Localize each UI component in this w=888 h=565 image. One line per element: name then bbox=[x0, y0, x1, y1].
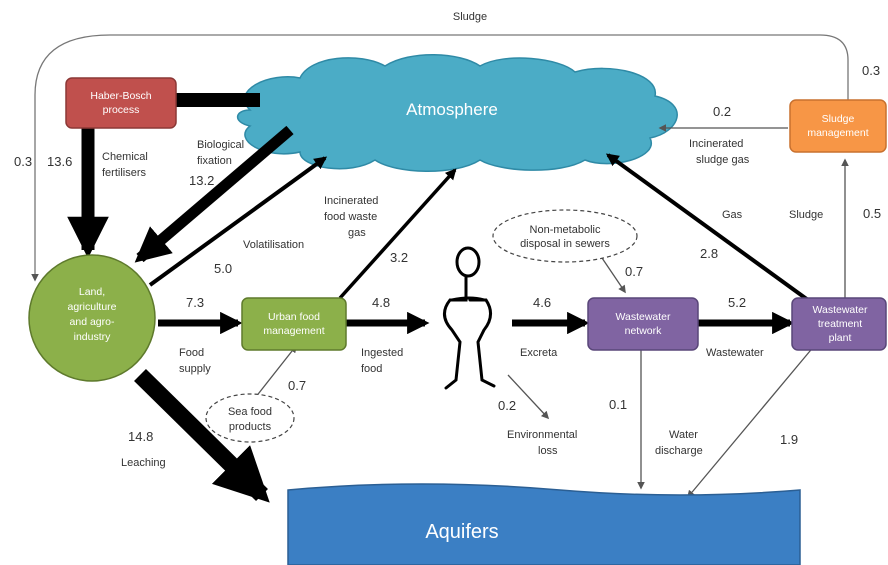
svg-text:Leaching: Leaching bbox=[121, 457, 166, 469]
svg-text:supply: supply bbox=[179, 363, 211, 375]
svg-text:Water: Water bbox=[669, 429, 698, 441]
svg-text:0.7: 0.7 bbox=[288, 378, 306, 393]
biological-fixation-arrow bbox=[134, 125, 294, 263]
svg-text:food waste: food waste bbox=[324, 211, 377, 223]
atmosphere-cloud: Atmosphere bbox=[236, 54, 678, 172]
svg-text:0.2: 0.2 bbox=[498, 398, 516, 413]
svg-text:Volatilisation: Volatilisation bbox=[243, 239, 304, 251]
svg-text:4.6: 4.6 bbox=[533, 295, 551, 310]
svg-text:plant: plant bbox=[829, 332, 852, 344]
svg-text:2.8: 2.8 bbox=[700, 246, 718, 261]
svg-text:management: management bbox=[807, 127, 868, 139]
treatment-plant-node: Wastewater treatment plant bbox=[791, 297, 887, 351]
svg-text:disposal in sewers: disposal in sewers bbox=[520, 238, 610, 250]
svg-text:Food: Food bbox=[179, 347, 204, 359]
svg-text:0.7: 0.7 bbox=[625, 264, 643, 279]
svg-text:network: network bbox=[625, 325, 663, 337]
svg-text:1.9: 1.9 bbox=[780, 432, 798, 447]
svg-text:Gas: Gas bbox=[722, 209, 743, 221]
incinerated-food-arrow bbox=[338, 168, 457, 300]
sea-food-arrow bbox=[254, 344, 297, 399]
svg-text:Sludge: Sludge bbox=[789, 209, 823, 221]
svg-text:and agro-: and agro- bbox=[70, 316, 115, 328]
svg-text:Environmental: Environmental bbox=[507, 429, 577, 441]
svg-text:Incinerated: Incinerated bbox=[689, 138, 743, 150]
gas-arrow bbox=[605, 153, 810, 302]
svg-text:Ingested: Ingested bbox=[361, 347, 403, 359]
svg-text:fertilisers: fertilisers bbox=[102, 167, 147, 179]
wastewater-network-node: Wastewater network bbox=[587, 297, 699, 351]
svg-text:0.2: 0.2 bbox=[713, 104, 731, 119]
svg-text:Haber-Bosch: Haber-Bosch bbox=[90, 90, 151, 102]
svg-text:0.5: 0.5 bbox=[863, 206, 881, 221]
svg-text:sludge gas: sludge gas bbox=[696, 154, 750, 166]
svg-text:Sludge: Sludge bbox=[822, 113, 855, 125]
svg-text:7.3: 7.3 bbox=[186, 295, 204, 310]
svg-text:gas: gas bbox=[348, 227, 366, 239]
svg-text:Urban food: Urban food bbox=[268, 311, 320, 323]
svg-text:treatment: treatment bbox=[818, 318, 862, 330]
svg-text:Wastewater: Wastewater bbox=[812, 304, 868, 316]
svg-text:management: management bbox=[263, 325, 324, 337]
atmosphere-label: Atmosphere bbox=[406, 100, 498, 119]
svg-text:4.8: 4.8 bbox=[372, 295, 390, 310]
svg-text:13.6: 13.6 bbox=[47, 154, 72, 169]
urban-food-node: Urban food management bbox=[241, 297, 347, 351]
land-agriculture-node: Land, agriculture and agro- industry bbox=[28, 254, 156, 382]
person-icon bbox=[443, 246, 496, 390]
svg-text:process: process bbox=[103, 104, 140, 116]
svg-text:products: products bbox=[229, 421, 272, 433]
svg-text:loss: loss bbox=[538, 445, 558, 457]
svg-text:discharge: discharge bbox=[655, 445, 703, 457]
leaching-arrow bbox=[134, 368, 270, 503]
svg-text:Wastewater: Wastewater bbox=[615, 311, 671, 323]
svg-text:0.1: 0.1 bbox=[609, 397, 627, 412]
sludge-management-node: Sludge management bbox=[789, 99, 887, 153]
non-metabolic-arrow bbox=[599, 254, 626, 294]
aquifers-label: Aquifers bbox=[425, 521, 498, 543]
svg-text:Excreta: Excreta bbox=[520, 347, 558, 359]
svg-text:Chemical: Chemical bbox=[102, 151, 148, 163]
svg-text:Incinerated: Incinerated bbox=[324, 195, 378, 207]
haber-bosch-node: Haber-Bosch process bbox=[65, 77, 177, 129]
svg-text:Land,: Land, bbox=[79, 286, 105, 298]
svg-text:food: food bbox=[361, 363, 382, 375]
svg-text:Biological: Biological bbox=[197, 139, 244, 151]
volatilisation-arrow bbox=[148, 156, 328, 287]
svg-text:Sludge: Sludge bbox=[453, 11, 487, 23]
svg-text:3.2: 3.2 bbox=[390, 250, 408, 265]
sludge-loop-line bbox=[31, 34, 849, 282]
svg-text:fixation: fixation bbox=[197, 155, 232, 167]
svg-text:Non-metabolic: Non-metabolic bbox=[530, 224, 601, 236]
svg-text:Wastewater: Wastewater bbox=[706, 347, 764, 359]
svg-text:Sea food: Sea food bbox=[228, 406, 272, 418]
svg-text:5.2: 5.2 bbox=[728, 295, 746, 310]
svg-text:13.2: 13.2 bbox=[189, 173, 214, 188]
sea-food-node: Sea food products bbox=[205, 393, 295, 443]
svg-text:0.3: 0.3 bbox=[862, 63, 880, 78]
environmental-loss-arrow bbox=[507, 374, 550, 420]
svg-text:agriculture: agriculture bbox=[67, 301, 116, 313]
svg-text:0.3: 0.3 bbox=[14, 154, 32, 169]
plant-to-aquifers-arrow bbox=[686, 344, 816, 499]
aquifers-node: Aquifers bbox=[287, 483, 801, 565]
svg-text:industry: industry bbox=[74, 331, 112, 343]
non-metabolic-node: Non-metabolic disposal in sewers bbox=[492, 209, 638, 263]
svg-text:14.8: 14.8 bbox=[128, 429, 153, 444]
svg-text:5.0: 5.0 bbox=[214, 261, 232, 276]
